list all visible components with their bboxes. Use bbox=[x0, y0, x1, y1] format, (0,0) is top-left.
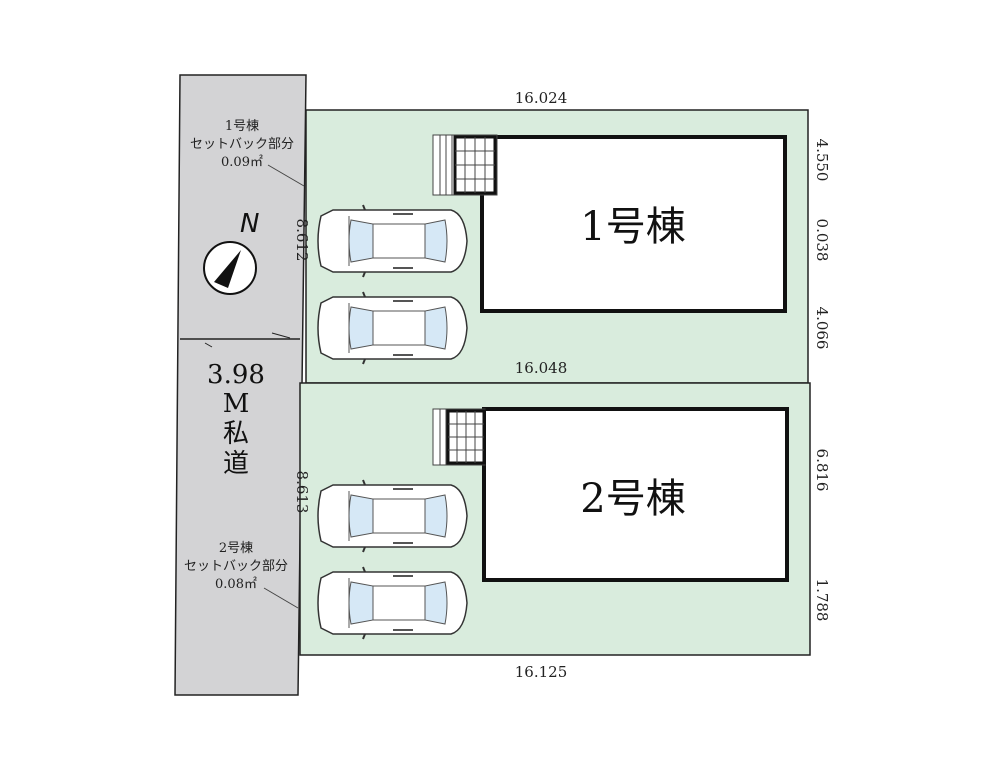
setback-1-area: 0.09㎡ bbox=[221, 155, 263, 170]
leader-line bbox=[267, 164, 305, 187]
dimension-tick bbox=[271, 332, 291, 339]
compass-north-label: N bbox=[240, 209, 259, 239]
parking-car-3 bbox=[317, 479, 468, 553]
leader-line bbox=[263, 587, 299, 609]
north-compass-icon: N bbox=[203, 209, 259, 295]
building-2 bbox=[482, 407, 789, 582]
building-1-label: 1号棟 bbox=[580, 204, 685, 250]
setback-1-title: 1号棟 bbox=[225, 119, 259, 134]
dimension-left-2: 8.613 bbox=[293, 471, 311, 514]
parking-car-2 bbox=[317, 291, 468, 365]
parking-car-4 bbox=[317, 566, 468, 640]
road-unit: M bbox=[223, 389, 250, 419]
road-label-2: 道 bbox=[223, 449, 249, 479]
entrance-porch-1 bbox=[432, 134, 498, 196]
building-1 bbox=[480, 135, 787, 313]
private-road bbox=[174, 74, 307, 696]
dimension-left-1: 8.612 bbox=[293, 219, 311, 262]
setback-2-area: 0.08㎡ bbox=[215, 577, 257, 592]
dimension-right-2a: 6.816 bbox=[813, 449, 831, 492]
dimension-bottom: 16.125 bbox=[515, 663, 568, 681]
road-label-1: 私 bbox=[223, 419, 249, 449]
building-2-label: 2号棟 bbox=[580, 476, 685, 522]
dimension-tick bbox=[204, 342, 213, 348]
setback-1-subtitle: セットバック部分 bbox=[190, 137, 294, 152]
setback-2-title: 2号棟 bbox=[219, 541, 253, 556]
dimension-right-2b: 1.788 bbox=[813, 579, 831, 622]
dimension-middle: 16.048 bbox=[515, 359, 568, 377]
road-width: 3.98 bbox=[207, 360, 265, 390]
dimension-top: 16.024 bbox=[515, 89, 568, 107]
dimension-right-1b: 0.038 bbox=[813, 219, 831, 262]
dimension-right-1c: 4.066 bbox=[813, 307, 831, 350]
entrance-porch-2 bbox=[432, 408, 486, 466]
parking-car-1 bbox=[317, 204, 468, 278]
setback-2-subtitle: セットバック部分 bbox=[184, 559, 288, 574]
dimension-right-1a: 4.550 bbox=[813, 139, 831, 182]
